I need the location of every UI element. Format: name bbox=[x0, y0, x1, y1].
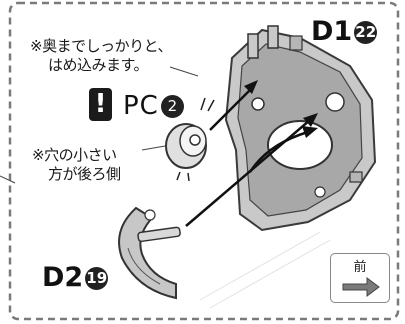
front-label: 前 bbox=[353, 260, 367, 275]
d2-number-badge: 19 bbox=[85, 267, 109, 290]
d2-label-text: D2 bbox=[42, 262, 84, 293]
hole-note: ※穴の小さい 方が後ろ側 bbox=[32, 146, 121, 184]
pc-count-badge: 2 bbox=[160, 95, 184, 118]
hole-note-line2: 方が後ろ側 bbox=[48, 165, 121, 183]
frame-border bbox=[8, 1, 400, 321]
pc-label-text: PC bbox=[123, 91, 159, 121]
insert-note: ※奥までしっかりと、 はめ込みます。 bbox=[30, 37, 172, 75]
front-direction-box: 前 bbox=[330, 253, 390, 303]
d1-part bbox=[224, 25, 377, 232]
warning-icon: ! bbox=[89, 88, 112, 121]
pc-part bbox=[165, 97, 215, 182]
hole-note-line1: ※穴の小さい bbox=[32, 146, 117, 164]
left-connector bbox=[0, 175, 16, 184]
insert-note-line1: ※奥までしっかりと、 bbox=[30, 37, 172, 55]
d2-part bbox=[118, 206, 181, 300]
d1-number-badge: 22 bbox=[354, 21, 378, 44]
assembly-arrows bbox=[185, 80, 318, 227]
insert-note-line2: はめ込みます。 bbox=[48, 56, 149, 74]
hole-note-leader bbox=[141, 145, 166, 151]
insert-note-leader bbox=[169, 66, 199, 77]
d1-label-text: D1 bbox=[311, 16, 353, 47]
front-arrow-icon bbox=[342, 277, 380, 297]
